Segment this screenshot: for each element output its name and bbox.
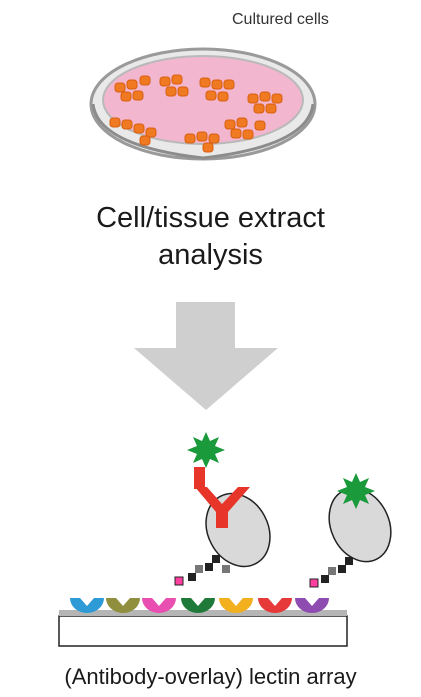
lectin-icon <box>258 598 292 613</box>
lectin-icon <box>142 598 176 613</box>
glycan-unit <box>328 567 336 575</box>
array-slide <box>58 615 348 647</box>
lectin-icon <box>106 598 140 613</box>
antibody-icon <box>195 487 250 528</box>
glycan-unit <box>212 555 220 563</box>
antibody-stem <box>194 467 205 489</box>
glycan-unit <box>338 565 346 573</box>
bound-glycoprotein-left <box>174 432 271 586</box>
lectin-icon <box>70 598 104 613</box>
glycan-unit <box>321 575 329 583</box>
cell-cluster <box>109 74 283 153</box>
green-tag-icon <box>337 473 375 509</box>
glycan-unit <box>195 565 203 573</box>
slide-coating <box>59 610 347 616</box>
green-tag-icon <box>187 432 225 468</box>
glycan-unit <box>188 573 196 581</box>
glycan-unit <box>309 578 319 588</box>
lectin-icon <box>295 598 329 613</box>
lectin-icon <box>181 598 215 613</box>
cultured-cells-label: Cultured cells <box>232 11 329 28</box>
heading-line-1: Cell/tissue extract <box>96 202 325 234</box>
glycan-unit <box>205 563 213 571</box>
glycan-unit <box>345 557 353 565</box>
bound-glycoprotein-right <box>309 473 392 588</box>
lectin-icon <box>219 598 253 613</box>
culture-dish-icon <box>89 47 317 161</box>
heading-line-2: analysis <box>158 239 263 271</box>
lectin-row <box>70 598 329 613</box>
down-arrow-icon <box>134 302 278 410</box>
lectin-array-caption: (Antibody-overlay) lectin array <box>64 664 357 689</box>
glycan-unit <box>222 565 230 573</box>
analysis-heading: Cell/tissue extract analysis <box>0 200 421 274</box>
glycan-unit <box>174 576 184 586</box>
